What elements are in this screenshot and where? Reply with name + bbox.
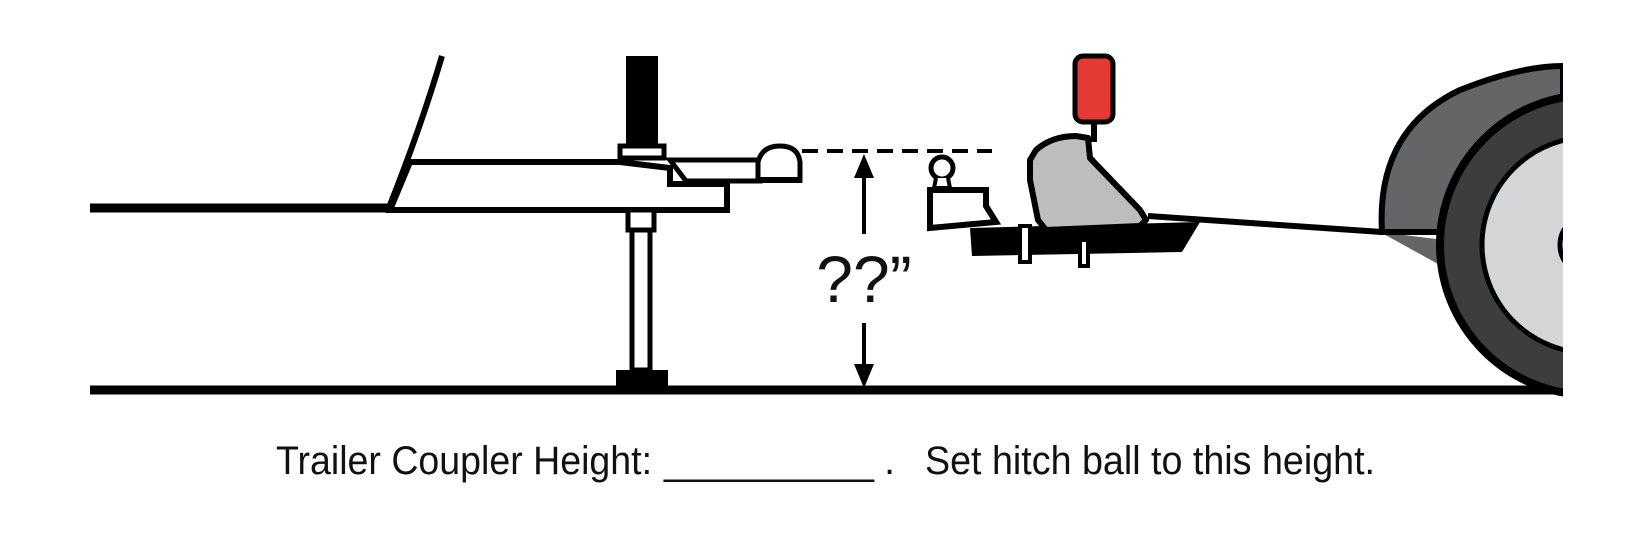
arrow-down-head — [854, 364, 874, 388]
right-margin — [1563, 0, 1650, 541]
caption-period: . — [884, 439, 895, 483]
receiver-pin-right — [1078, 238, 1090, 268]
fender-shadow — [1380, 232, 1444, 264]
vehicle-underbody — [1147, 213, 1383, 235]
hitch-ball — [928, 154, 956, 182]
caption-prefix: Trailer Coupler Height: — [276, 439, 652, 483]
hitch-ball-neck — [931, 177, 953, 190]
jack-post-top — [626, 56, 658, 148]
arrow-up-head — [854, 154, 874, 178]
caption-blank: __________ — [663, 439, 875, 483]
top-margin — [1200, 0, 1650, 56]
hitch-bracket — [1027, 133, 1149, 233]
coupler-cap — [755, 143, 803, 183]
trailer-tongue — [385, 159, 730, 213]
caption: Trailer Coupler Height: __________ . Set… — [276, 439, 1375, 483]
jack-foot — [616, 370, 668, 388]
caption-instruction: Set hitch ball to this height. — [925, 439, 1375, 483]
trailer-coupler — [664, 157, 763, 184]
height-measurement: ??” — [802, 149, 992, 388]
measurement-label: ??” — [816, 242, 911, 316]
ball-mount — [927, 187, 1002, 232]
trailer-body-edge — [385, 55, 445, 212]
jack-collar — [617, 143, 667, 161]
receiver-pin-left — [1018, 224, 1032, 264]
red-handle — [1072, 53, 1116, 125]
trailer — [90, 55, 803, 388]
jack-collar-lower — [625, 207, 657, 233]
jack-leg — [629, 227, 653, 373]
tow-vehicle — [927, 53, 1650, 399]
